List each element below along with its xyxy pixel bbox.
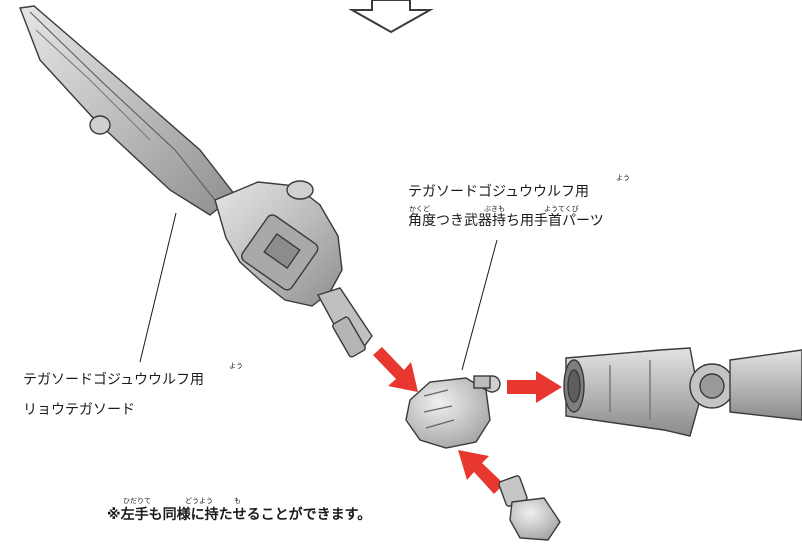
leader-lines (139, 212, 498, 371)
note-ruby-1: ひだりて (123, 497, 151, 505)
sword-part (19, 5, 373, 358)
red-direction-arrow-icon (373, 347, 562, 494)
small-wrist-part (498, 475, 561, 541)
hand-part-ruby-2: かくど (409, 205, 430, 213)
arm-part (563, 347, 802, 437)
hand-part-ruby-4: ようてくび (544, 205, 579, 213)
sword-ruby: よう (229, 362, 243, 370)
hand-part-ruby-1: よう (616, 174, 630, 182)
sword-label-line1: テガソードゴジュウウルフ用 (23, 372, 205, 388)
note-ruby-3: も (234, 497, 241, 505)
hand-part-label-line2: 角度つき武器持ち用手首パーツ (408, 213, 604, 229)
note-ruby-2: どうよう (185, 497, 213, 505)
hand-part-label-line1: テガソードゴジュウウルフ用 (408, 184, 590, 200)
fist-hand-part (405, 375, 501, 449)
hand-part-ruby-3: ぶきも (484, 205, 505, 213)
sword-label-line2: リョウテガソード (23, 402, 135, 418)
down-outline-arrow-icon (348, 0, 434, 34)
note-text: ※左手も同様に持たせることができます。 (107, 507, 372, 523)
